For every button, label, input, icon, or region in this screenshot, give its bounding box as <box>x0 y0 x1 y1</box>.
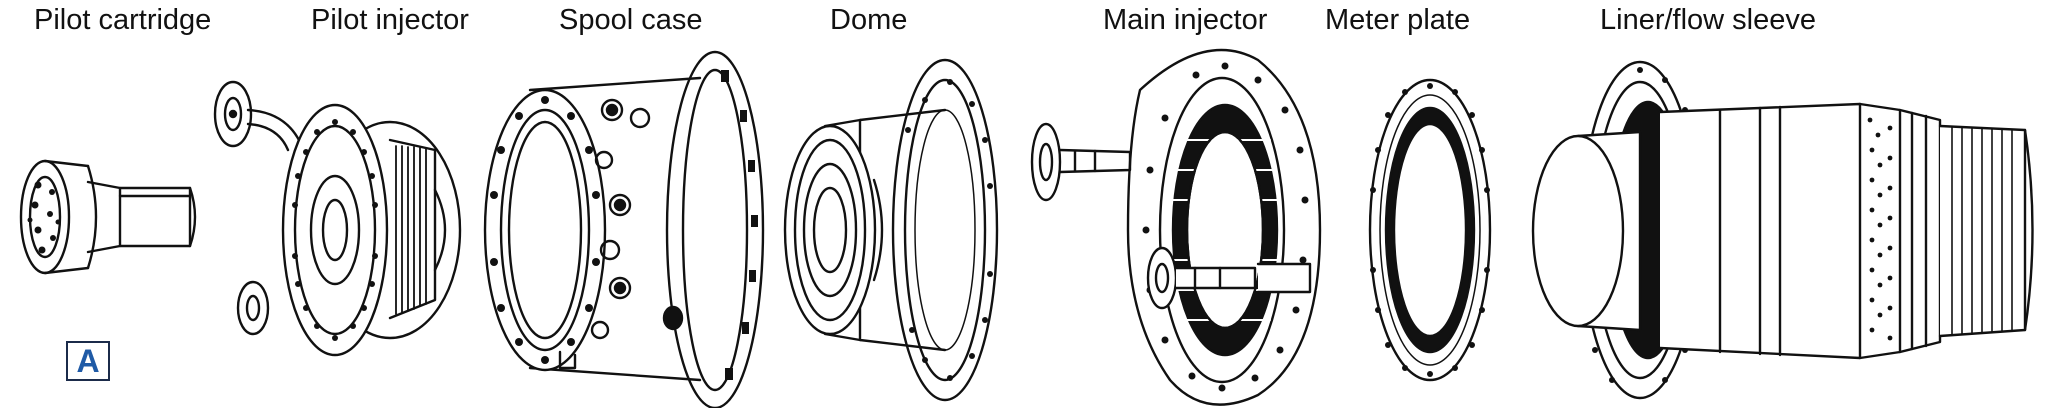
label-pilot-injector: Pilot injector <box>311 4 469 36</box>
main-injector-part <box>1030 48 1322 406</box>
pilot-cartridge-part <box>19 159 197 275</box>
label-spool-case: Spool case <box>559 4 703 36</box>
dome-part <box>783 58 999 402</box>
panel-label-badge: A <box>66 341 110 381</box>
pilot-injector-part <box>213 80 462 357</box>
panel-label: A <box>76 342 100 379</box>
label-dome: Dome <box>830 4 908 36</box>
liner-flow-sleeve-part <box>1531 60 2034 400</box>
meter-plate-part <box>1368 78 1492 382</box>
label-main-injector: Main injector <box>1103 4 1268 36</box>
label-pilot-cartridge: Pilot cartridge <box>34 4 212 36</box>
spool-case-part <box>483 50 765 408</box>
label-meter-plate: Meter plate <box>1325 4 1471 36</box>
label-liner-flow-sleeve: Liner/flow sleeve <box>1600 4 1816 36</box>
